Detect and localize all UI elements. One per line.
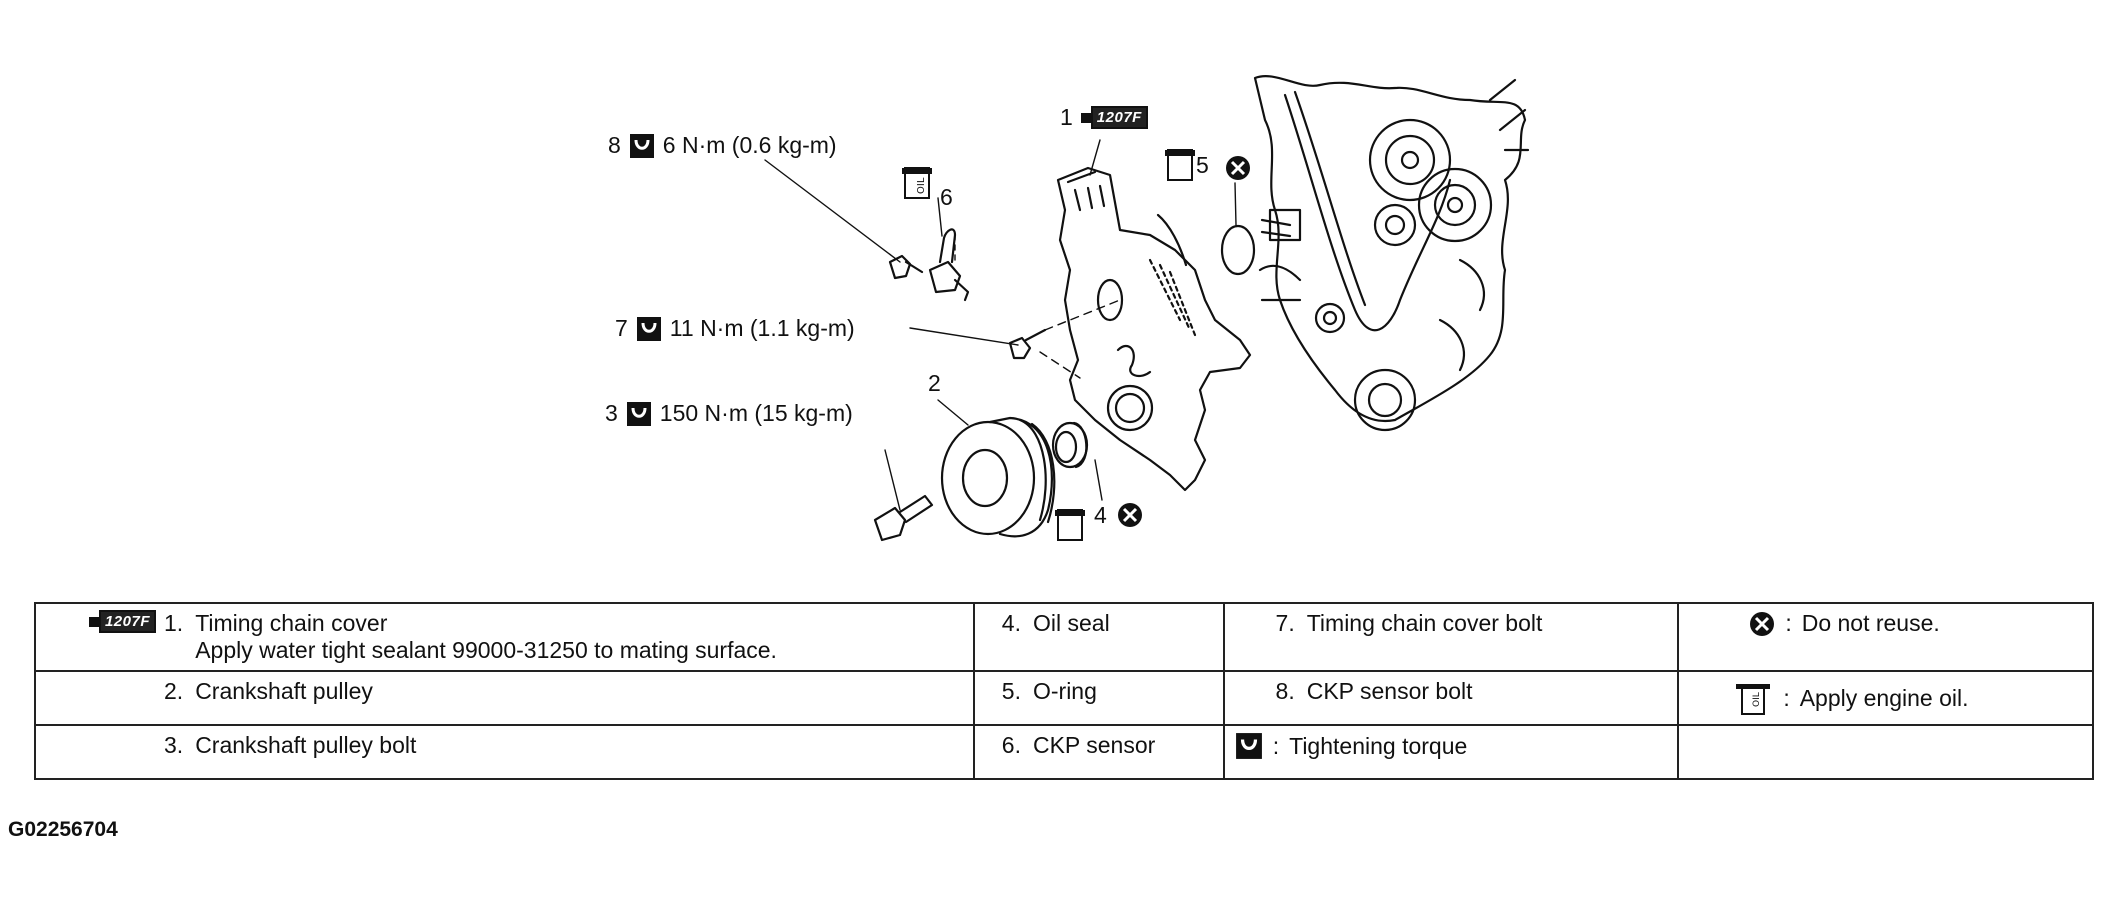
legend-cell: 4. Oil seal (972, 602, 1225, 672)
legend-cell: OIL : Apply engine oil. (1677, 670, 2094, 726)
callout-2: 2 (928, 370, 941, 397)
timing-chain-cover-bolt (1008, 328, 1047, 360)
item-number: 4. (1001, 610, 1021, 636)
callout-5: 5 (1196, 152, 1209, 179)
item-label: Oil seal (1032, 610, 1110, 636)
sealant-icon: 1207F (1080, 106, 1148, 129)
legend-cell: 2. Crankshaft pulley (34, 670, 975, 726)
symbol-meaning: Do not reuse. (1801, 610, 1940, 636)
callout-number: 8 (608, 132, 621, 158)
crankshaft-pulley (940, 416, 1056, 538)
table-row: 2. Crankshaft pulley 5. O-ring 8. CKP sens… (34, 670, 2094, 726)
torque-icon (626, 401, 651, 426)
o-ring (1220, 224, 1256, 276)
torque-icon (636, 316, 661, 341)
callout-number: 1 (1060, 104, 1073, 130)
item-number: 7. (1275, 610, 1295, 636)
figure-code: G02256704 (8, 818, 118, 841)
engine-block (1253, 75, 1530, 432)
symbol-meaning: Apply engine oil. (1799, 684, 1969, 711)
do-not-reuse-icon (1118, 503, 1142, 527)
callout-number: 7 (615, 315, 628, 341)
exploded-view-figure: OIL 8 6 N·m (0.6 kg-m) 6 1 120 (605, 75, 1530, 542)
legend-cell: 3. Crankshaft pulley bolt (34, 724, 975, 780)
callout-7: 7 11 N·m (1.1 kg-m) (615, 315, 855, 342)
torque-value: 150 N·m (15 kg-m) (659, 400, 853, 426)
item-label: Timing chain cover bolt (1306, 610, 1543, 636)
do-not-reuse-icon (1750, 611, 1775, 636)
legend-cell: 1207F 1. Timing chain cover Apply water … (34, 602, 975, 672)
crankshaft-pulley-bolt (873, 494, 934, 542)
item-note: Apply water tight sealant 99000-31250 to… (195, 637, 777, 663)
leader-lines (764, 139, 1237, 511)
callout-number: 5 (1196, 152, 1209, 178)
legend-cell: : Do not reuse. (1677, 602, 2094, 672)
item-label: O-ring (1032, 678, 1097, 704)
do-not-reuse-icon (1226, 156, 1250, 180)
item-number: 6. (1001, 732, 1021, 758)
svg-text:OIL: OIL (916, 177, 927, 194)
table-row: 3. Crankshaft pulley bolt 6. CKP sensor :… (34, 724, 2094, 780)
oil-can-icon (1165, 149, 1195, 181)
callout-number: 6 (940, 184, 953, 210)
callout-6: 6 (940, 184, 953, 211)
oil-seal (1051, 421, 1089, 469)
item-number: 1. (164, 610, 184, 636)
sealant-icon: 1207F (46, 610, 164, 633)
exploded-view-drawing: OIL (764, 75, 1530, 542)
torque-icon (629, 133, 654, 158)
callout-number: 4 (1094, 502, 1107, 528)
legend-cell: 6. CKP sensor (972, 724, 1225, 780)
torque-value: 6 N·m (0.6 kg-m) (662, 132, 837, 158)
callout-4: 4 (1094, 502, 1107, 529)
item-label: CKP sensor bolt (1306, 678, 1473, 704)
legend-cell (1677, 724, 2094, 780)
timing-chain-cover (1056, 166, 1252, 492)
symbol-separator: : (1272, 732, 1280, 759)
item-number: 3. (164, 732, 184, 758)
oil-can-icon: OIL (1736, 684, 1771, 715)
item-number: 2. (164, 678, 184, 704)
callout-number: 3 (605, 400, 618, 426)
callout-number: 2 (928, 370, 941, 396)
oil-can-icon (1055, 509, 1085, 541)
callout-3: 3 150 N·m (15 kg-m) (605, 400, 853, 427)
torque-value: 11 N·m (1.1 kg-m) (669, 315, 855, 341)
item-number: 8. (1275, 678, 1295, 704)
ckp-sensor (928, 228, 970, 302)
legend-cell: : Tightening torque (1222, 724, 1680, 780)
item-label: Crankshaft pulley (195, 678, 373, 704)
symbol-separator: : (1783, 684, 1790, 711)
oil-can-icon: OIL (902, 167, 932, 199)
legend-cell: 5. O-ring (972, 670, 1225, 726)
table-row: 1207F 1. Timing chain cover Apply water … (34, 602, 2094, 672)
symbol-meaning: Tightening torque (1289, 732, 1468, 759)
item-label: Crankshaft pulley bolt (195, 732, 417, 758)
item-label: Timing chain cover (195, 610, 388, 636)
torque-icon (1235, 733, 1262, 759)
ckp-sensor-bolt (888, 254, 924, 280)
svg-text:OIL: OIL (1752, 692, 1762, 707)
legend-cell: 7. Timing chain cover bolt (1222, 602, 1680, 672)
symbol-separator: : (1785, 610, 1792, 636)
legend-cell: 8. CKP sensor bolt (1222, 670, 1680, 726)
callout-1: 1 1207F (1060, 104, 1148, 131)
callout-8: 8 6 N·m (0.6 kg-m) (608, 132, 837, 159)
legend-table: 1207F 1. Timing chain cover Apply water … (34, 602, 2094, 780)
item-label: CKP sensor (1032, 732, 1156, 758)
item-number: 5. (1001, 678, 1021, 704)
